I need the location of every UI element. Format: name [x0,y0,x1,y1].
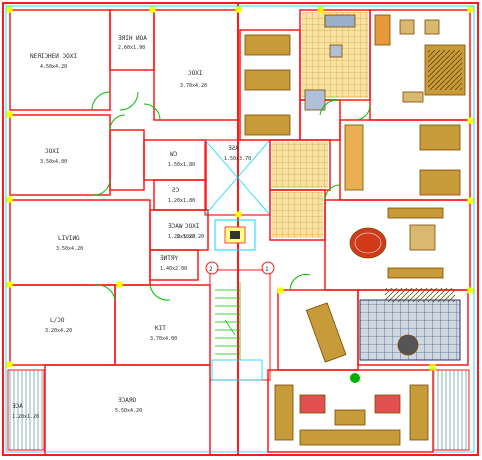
doors [91,91,371,301]
room-area-r7: 1.20x1.80 [168,198,195,204]
room-area-r11: 3.20x4.20 [45,328,72,334]
room-area-r13: 5.50x4.20 [115,408,142,414]
room-name-r5: ƎƧA [228,145,239,152]
room-name-r1: NEЯIƆHEИ ƆOXI [30,53,77,60]
room-area-r12: 3.70x4.00 [150,336,177,342]
room-area-r8: 1.20x1.20 [168,234,195,240]
room-area-r5: 1.50x3.70 [224,156,251,162]
room-name-r14: ƎƆA [12,403,23,410]
room-name-r2: ƎЯIH ИOA [118,35,147,42]
room-area-r10: 1.40x2.00 [160,266,187,272]
room-area-r6: 1.50x1.80 [168,162,195,168]
room-name-r9: LIVIИG [58,235,80,242]
room-name-r10: ƎИTЯY [160,255,178,262]
marker-1: 1 [265,266,269,273]
right-wing-walls [239,9,471,453]
room-labels: NEЯIƆHEИ ƆOXI 4.50x4.20 ƎЯIH ИOA 2.60x1.… [12,35,251,420]
stair-core: 2 1 [204,139,275,381]
room-area-r15: 2.50x2.20 [177,234,204,240]
furniture [244,14,466,446]
left-wing-walls [9,9,239,456]
room-area-r9: 3.50x4.20 [56,246,83,252]
room-name-r7: ƧƆ [172,187,180,194]
room-name-r11: L/ƆO [50,317,65,324]
room-area-r2: 2.60x1.90 [118,45,145,51]
room-area-r1: 4.50x4.20 [40,64,67,70]
room-area-r3: 3.70x4.20 [180,83,207,89]
room-name-r4: ƆOXI [45,148,60,155]
room-name-r13: ƎƆAЯO [118,397,136,404]
room-name-r12: KIT [155,325,166,332]
room-name-r6: WƆ [170,151,178,158]
room-name-r8: ƎƆAW [168,223,183,230]
room-area-r14: 1.20x1.20 [12,414,39,420]
room-name-r3: ƆOXI [188,70,203,77]
room-name-r15: ƆOXI [185,223,200,230]
marker-2: 2 [209,266,213,273]
room-area-r4: 3.50x4.00 [40,159,67,165]
columns [6,6,474,371]
